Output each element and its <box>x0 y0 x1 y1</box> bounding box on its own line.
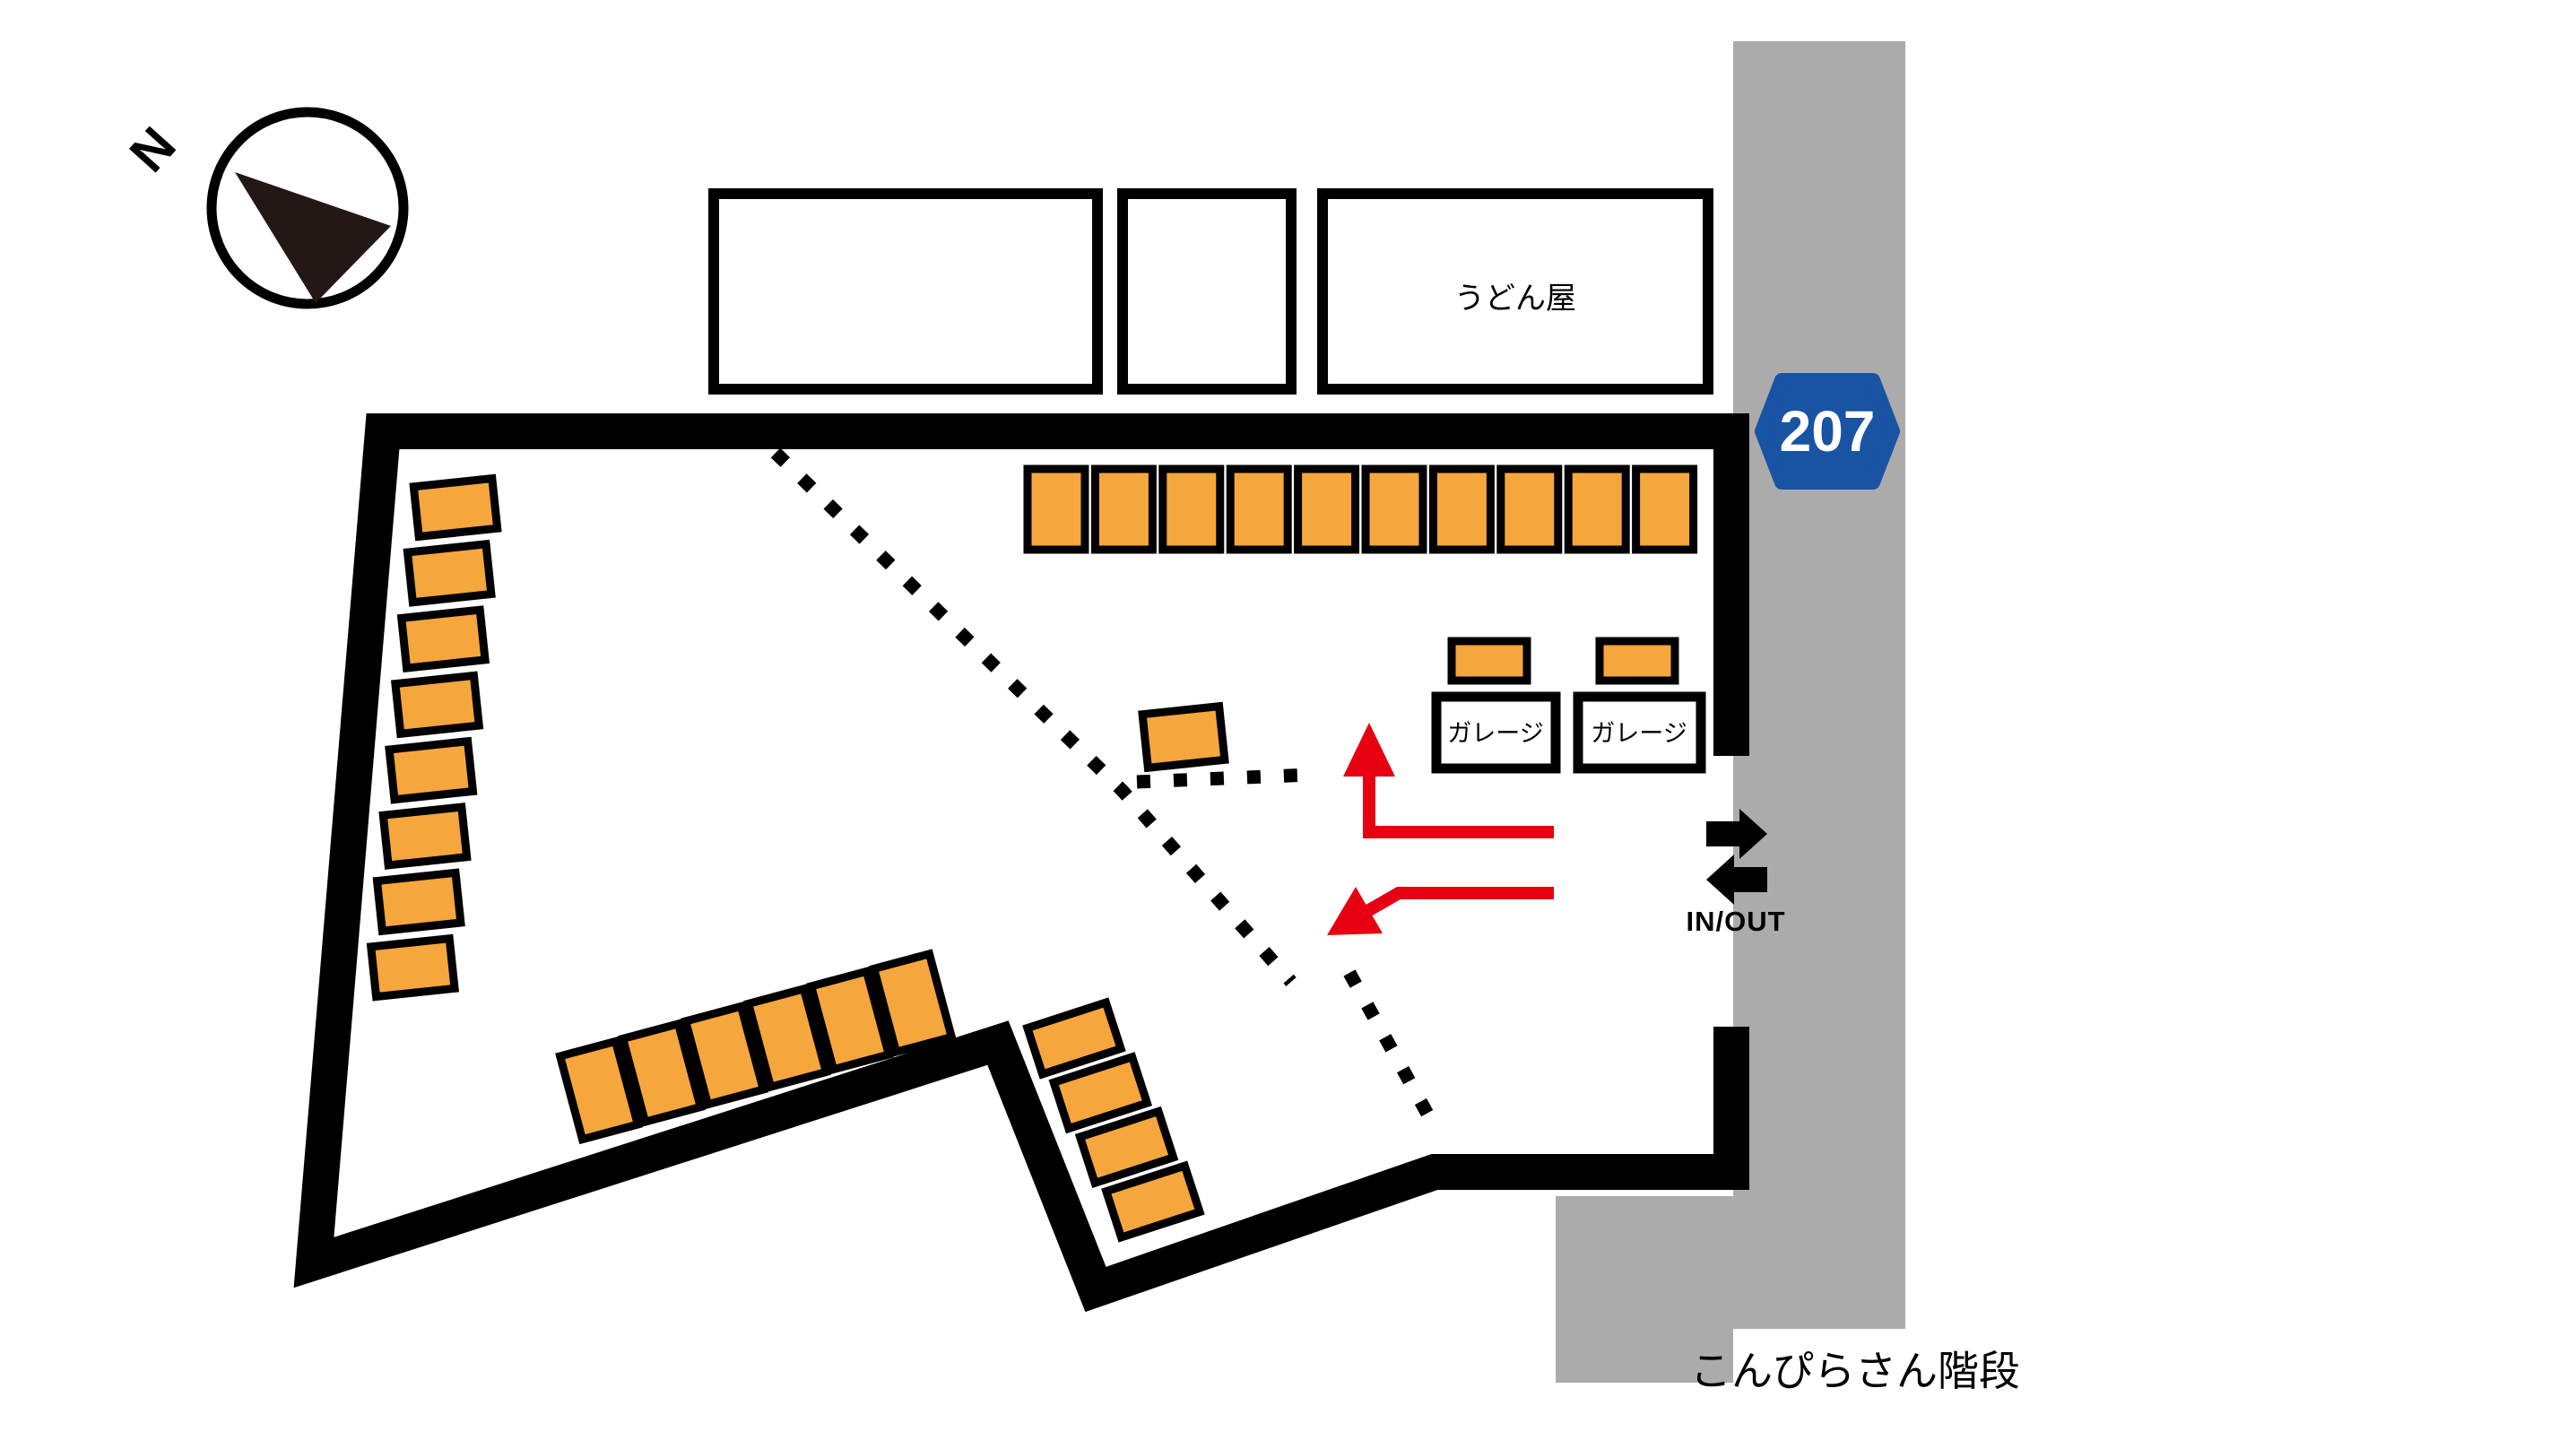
parking-slot-left-column-2 <box>403 539 496 607</box>
parking-slot-left-column-7 <box>372 868 465 936</box>
parking-slot-left-column-6 <box>378 803 472 870</box>
garage-label: ガレージ <box>1447 720 1543 747</box>
parking-slot-bottom-row-3 <box>681 1001 768 1110</box>
parking-slot-left-column-8 <box>366 933 460 1002</box>
parking-slot-bottom-row-6 <box>869 949 957 1057</box>
in-out-label: IN/OUT <box>1686 906 1785 937</box>
parking-slot-single-slot-1 <box>1138 701 1229 773</box>
parking-slot-top-row-3 <box>1158 464 1225 554</box>
route-badge-shield <box>1755 373 1900 490</box>
parking-slot-top-row-10 <box>1632 464 1698 554</box>
dotted-boundary-lower-segment <box>1343 969 1444 1135</box>
parking-slot-bottom-row-1 <box>555 1036 643 1145</box>
entrance-arrows: IN/OUT <box>1686 809 1785 937</box>
parking-slot-top-row-1 <box>1023 464 1089 554</box>
parking-slot-bottom-row-2 <box>618 1019 706 1127</box>
parking-slot-right-diagonal-column-3 <box>1074 1106 1179 1188</box>
building <box>708 188 1103 395</box>
arrow-in-icon <box>1706 809 1767 859</box>
exit-route-line <box>1366 887 1554 916</box>
route-arrows <box>1327 723 1554 935</box>
udon-shop-label: うどん屋 <box>1454 282 1576 316</box>
compass: N <box>118 107 409 309</box>
parking-slot-right-diagonal-column-2 <box>1048 1052 1153 1134</box>
parking-slots-layer <box>366 464 1698 1243</box>
garage-box <box>1431 691 1561 774</box>
garage-box <box>1573 691 1706 774</box>
arrow-out-icon <box>1706 855 1767 905</box>
parking-slot-right-diagonal-column-4 <box>1101 1160 1205 1243</box>
parking-slot-bottom-row-5 <box>806 966 894 1075</box>
konpira-stairs-label: こんぴらさん階段 <box>1690 1348 2020 1394</box>
lot-boundary-wall <box>293 413 1749 1313</box>
dotted-boundary-main-diagonal <box>770 447 1297 986</box>
compass-needle-icon <box>235 172 391 303</box>
exit-route-arrowhead-down-left <box>1327 887 1383 935</box>
parking-slot-top-row-5 <box>1294 464 1360 554</box>
buildings-row: うどん屋 <box>708 188 1713 395</box>
parking-slot-top-row-4 <box>1226 464 1292 554</box>
parking-slot-garage-front-row-1 <box>1447 637 1531 685</box>
garage-label: ガレージ <box>1591 720 1687 747</box>
building-udon-shop <box>1317 188 1713 395</box>
garages: ガレージ ガレージ <box>1431 691 1706 774</box>
entry-route-arrowhead-up <box>1343 723 1395 777</box>
parking-slot-left-column-5 <box>385 736 478 804</box>
parking-slot-top-row-6 <box>1361 464 1427 554</box>
route-badge-number: 207 <box>1780 399 1876 464</box>
parking-slot-top-row-2 <box>1090 464 1157 554</box>
parking-slot-top-row-9 <box>1564 464 1630 554</box>
entry-route-line <box>1363 771 1554 838</box>
parking-slot-left-column-4 <box>390 671 484 739</box>
building <box>1117 188 1297 395</box>
parking-slot-left-column-3 <box>396 605 490 672</box>
route-badge: 207 <box>1755 373 1900 490</box>
parking-slot-right-diagonal-column-1 <box>1022 997 1126 1080</box>
parking-slot-left-column-1 <box>409 473 502 542</box>
parking-slot-top-row-7 <box>1428 464 1495 554</box>
parking-slot-bottom-row-4 <box>743 984 831 1092</box>
parking-slot-top-row-8 <box>1496 464 1563 554</box>
compass-north-label: N <box>118 117 186 184</box>
parking-slot-garage-front-row-2 <box>1595 637 1679 685</box>
dotted-boundary-horizontal <box>1136 768 1312 789</box>
